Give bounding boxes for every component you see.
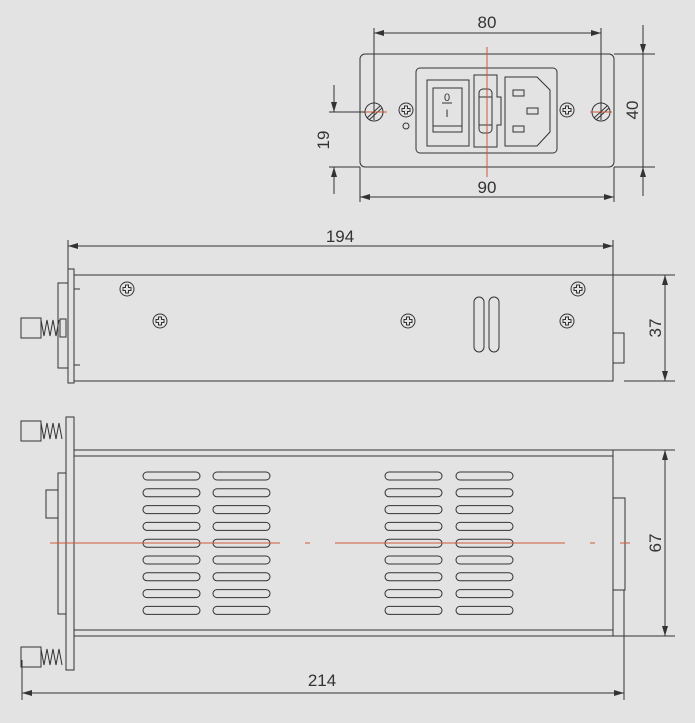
vent-slot bbox=[455, 572, 514, 582]
screw-icon bbox=[559, 313, 575, 329]
vent-slot bbox=[384, 605, 443, 615]
side-view: 194 37 bbox=[20, 227, 675, 384]
vent-slot bbox=[384, 555, 443, 565]
vent-slot-grid bbox=[142, 471, 514, 615]
screw-icon bbox=[152, 313, 168, 329]
iec-pin bbox=[512, 89, 525, 97]
dim-side-height: 37 bbox=[646, 319, 665, 338]
spring bbox=[40, 422, 63, 440]
vent-slot bbox=[212, 555, 271, 565]
vent-slot bbox=[473, 296, 485, 353]
dim-total-length: 214 bbox=[308, 671, 336, 690]
knob bbox=[20, 646, 42, 668]
vent-slot bbox=[142, 572, 201, 582]
vent-slot bbox=[488, 296, 500, 353]
vent-slot bbox=[142, 505, 201, 515]
end-tab bbox=[612, 332, 625, 364]
vent-slot bbox=[455, 521, 514, 531]
vent-slot bbox=[212, 589, 271, 599]
iec-pin bbox=[526, 107, 539, 115]
dim-plate-width: 90 bbox=[478, 178, 497, 197]
vent-slot bbox=[212, 488, 271, 498]
vent-slot bbox=[212, 572, 271, 582]
spring bbox=[40, 648, 63, 666]
iec-inlet bbox=[504, 76, 551, 147]
screw-icon bbox=[400, 313, 416, 329]
knob bbox=[20, 420, 42, 442]
screw-icon bbox=[398, 102, 414, 118]
vent-slot bbox=[384, 572, 443, 582]
vent-slot bbox=[455, 488, 514, 498]
vent-slot bbox=[142, 471, 201, 481]
vent-slot bbox=[212, 505, 271, 515]
iec-pin bbox=[512, 125, 525, 133]
vent-slot bbox=[212, 471, 271, 481]
vent-slot bbox=[212, 605, 271, 615]
vent-slot bbox=[455, 605, 514, 615]
vent-slot bbox=[142, 488, 201, 498]
knob-base bbox=[59, 318, 67, 338]
vent-slot bbox=[455, 589, 514, 599]
vent-slot bbox=[142, 589, 201, 599]
end-tab bbox=[612, 497, 626, 591]
dim-plate-height: 40 bbox=[623, 101, 642, 120]
fuse bbox=[478, 88, 493, 134]
dim-body-length: 194 bbox=[326, 227, 354, 246]
vent-slot bbox=[384, 505, 443, 515]
dim-screw-spacing: 80 bbox=[478, 13, 497, 32]
knob bbox=[20, 317, 42, 339]
vent-slot bbox=[384, 589, 443, 599]
vent-slot bbox=[142, 605, 201, 615]
rocker-switch bbox=[426, 79, 470, 147]
rocker-switch-face bbox=[432, 87, 463, 133]
dim-screw-offset: 19 bbox=[314, 131, 333, 150]
indicator-hole bbox=[402, 122, 410, 130]
switch-off-label: 0 bbox=[444, 92, 450, 104]
switch-on-label: I bbox=[445, 108, 448, 120]
top-view: 214 67 bbox=[20, 416, 675, 700]
rear-tab bbox=[45, 489, 59, 519]
vent-slot bbox=[455, 471, 514, 481]
spring bbox=[40, 319, 60, 337]
screw-icon bbox=[570, 281, 586, 297]
vent-slot bbox=[455, 505, 514, 515]
front-view: 0 I 80 90 40 bbox=[314, 13, 655, 202]
side-body bbox=[73, 274, 614, 382]
dim-body-width: 67 bbox=[646, 534, 665, 553]
vent-slot bbox=[142, 521, 201, 531]
vent-slot bbox=[384, 488, 443, 498]
vent-slot bbox=[384, 471, 443, 481]
flange bbox=[67, 268, 75, 384]
screw-icon bbox=[559, 102, 575, 118]
vent-slot bbox=[212, 521, 271, 531]
vent-slot bbox=[142, 555, 201, 565]
screw-icon bbox=[119, 281, 135, 297]
fuse-holder bbox=[473, 74, 502, 148]
vent-slot bbox=[455, 555, 514, 565]
vent-slot bbox=[384, 521, 443, 531]
